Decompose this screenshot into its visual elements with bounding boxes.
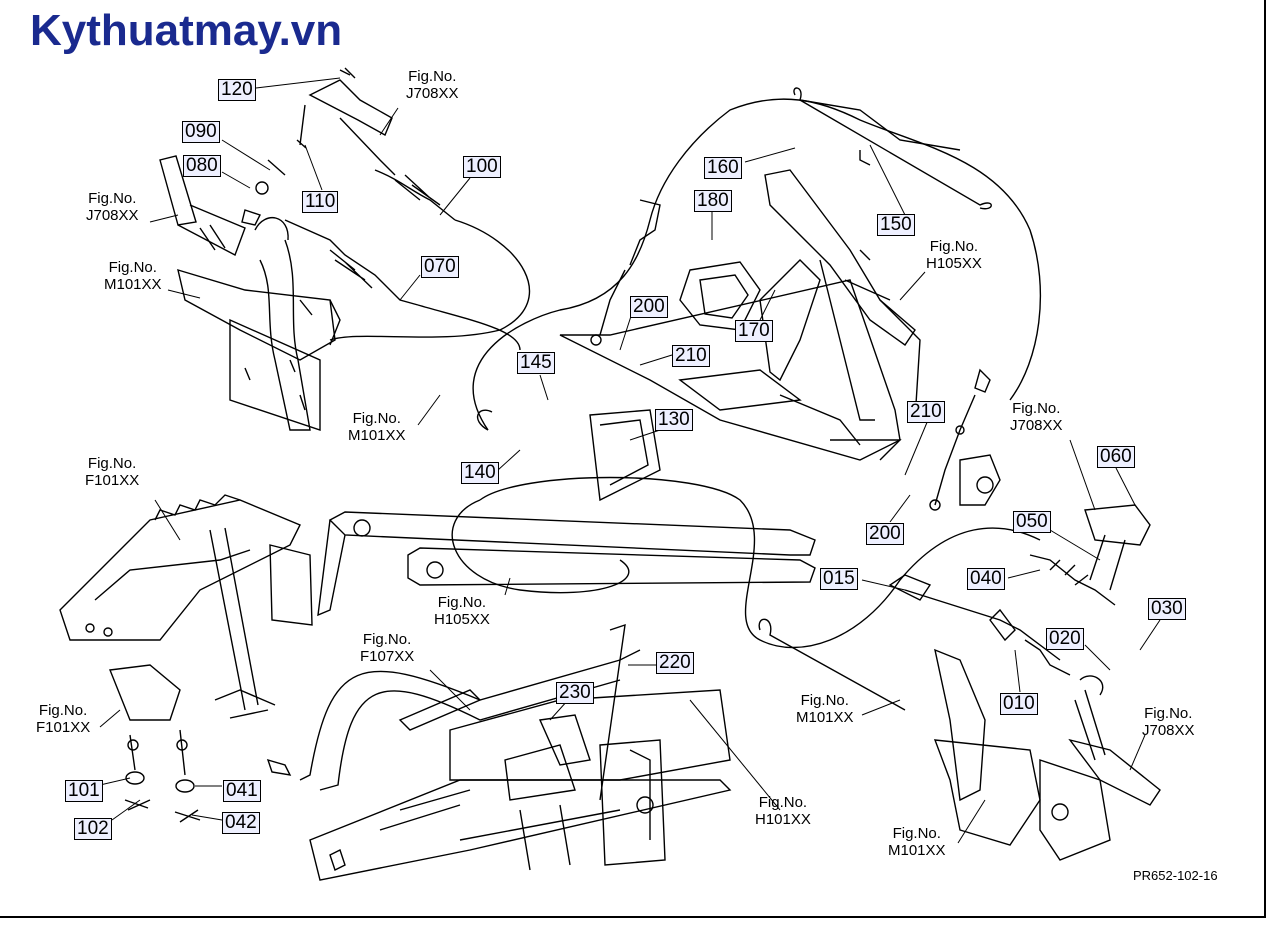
part-number-label: 041 [223,780,261,802]
part-number-label: 020 [1046,628,1084,650]
figure-reference: Fig.No.H101XX [755,794,811,828]
part-number-label: 042 [222,812,260,834]
part-number-label: 145 [517,352,555,374]
part-number-label: 210 [672,345,710,367]
part-number-label: 100 [463,156,501,178]
part-number-label: 080 [183,155,221,177]
figure-reference: Fig.No.M101XX [348,410,406,444]
drawing-code: PR652-102-16 [1133,868,1218,883]
right-lever-assembly [933,504,1161,861]
part-number-label: 110 [302,191,339,213]
part-number-label: 180 [694,190,732,212]
lower-loop-cable [451,476,1116,711]
figure-reference: Fig.No.H105XX [926,238,982,272]
lower-frame [266,623,732,881]
part-number-label: 040 [967,568,1005,590]
figure-reference: Fig.No.J708XX [1010,400,1063,434]
part-number-label: 210 [907,401,945,423]
figure-reference: Fig.No.M101XX [888,825,946,859]
part-number-label: 010 [1000,693,1038,715]
upper-cables [241,67,531,351]
cross-arms [317,409,816,617]
part-number-label: 101 [65,780,103,802]
figure-reference: Fig.No.J708XX [1142,705,1195,739]
figure-reference: Fig.No.M101XX [104,259,162,293]
pedal-bracket [559,169,1001,511]
part-number-label: 102 [74,818,112,840]
figure-reference: Fig.No.H105XX [434,594,490,628]
figure-reference: Fig.No.F101XX [36,702,91,736]
part-number-label: 170 [735,320,773,342]
part-number-label: 130 [655,409,693,431]
part-number-label: 150 [877,214,915,236]
part-number-label: 090 [182,121,220,143]
part-number-label: 070 [421,256,459,278]
part-number-label: 160 [704,157,742,179]
leader-lines [99,77,1161,844]
figure-reference: Fig.No.F101XX [85,455,140,489]
figure-reference: Fig.No.J708XX [406,68,459,102]
left-plate [59,494,313,823]
part-number-label: 060 [1097,446,1135,468]
part-number-label: 050 [1013,511,1051,533]
part-number-label: 015 [820,568,858,590]
part-number-label: 030 [1148,598,1186,620]
figure-reference: Fig.No.F107XX [360,631,415,665]
part-number-label: 230 [556,682,594,704]
part-number-label: 140 [461,462,499,484]
part-number-label: 220 [656,652,694,674]
part-number-label: 200 [866,523,904,545]
brand-watermark: Kythuatmay.vn [30,6,343,55]
figure-reference: Fig.No.J708XX [86,190,139,224]
left-lever-assembly [159,155,341,431]
part-number-label: 200 [630,296,668,318]
figure-reference: Fig.No.M101XX [796,692,854,726]
part-number-label: 120 [218,79,256,101]
